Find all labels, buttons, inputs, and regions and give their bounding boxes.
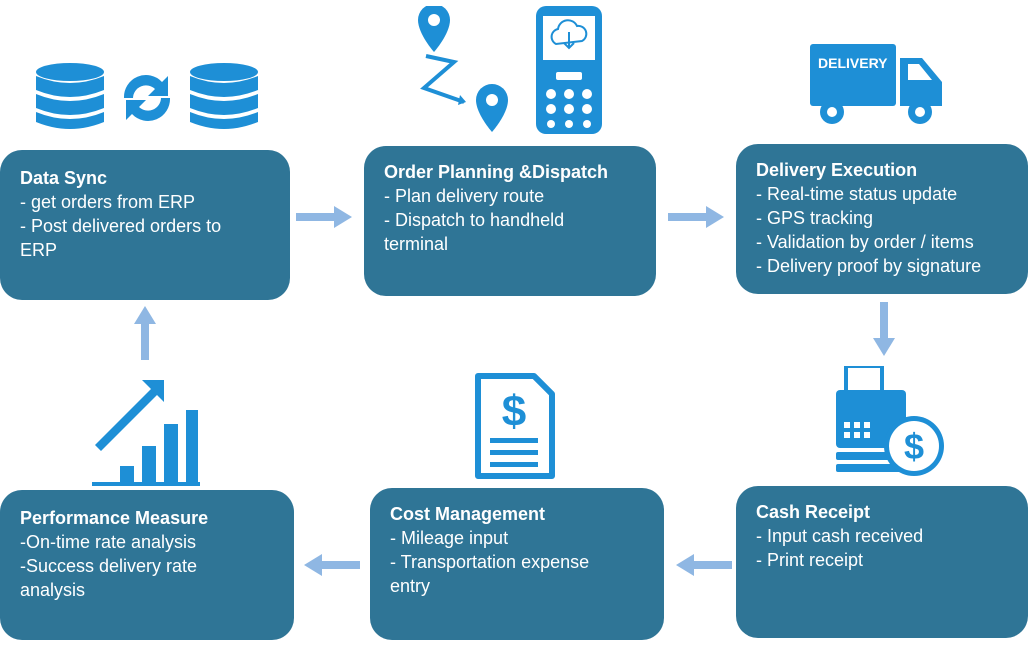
card-line: - Validation by order / items: [756, 232, 974, 252]
card-cost-management: Cost Management - Mileage input - Transp…: [370, 488, 664, 640]
card-performance-measure: Performance Measure -On-time rate analys…: [0, 490, 294, 640]
card-delivery-execution: Delivery Execution - Real-time status up…: [736, 144, 1028, 294]
card-line: - GPS tracking: [756, 208, 874, 228]
card-line: entry: [390, 576, 431, 596]
card-line: - Dispatch to handheld: [384, 210, 565, 230]
card-title: Delivery Execution: [756, 160, 918, 180]
card-line: - Print receipt: [756, 550, 864, 570]
card-line: - Transportation expense: [390, 552, 590, 572]
card-line: - get orders from ERP: [20, 192, 196, 212]
card-line: - Mileage input: [390, 528, 509, 548]
delivery-truck-icon: DELIVERY: [810, 44, 942, 124]
truck-label: DELIVERY: [818, 55, 888, 71]
arrow-planning-to-execution: [668, 206, 724, 228]
arrow-cost-to-performance: [304, 554, 360, 576]
arrow-execution-to-cash: [873, 302, 895, 356]
arrow-performance-to-sync: [134, 306, 156, 360]
svg-text:$: $: [502, 387, 526, 436]
card-title: Performance Measure: [20, 508, 209, 528]
card-line: - Post delivered orders to: [20, 216, 222, 236]
card-line: ERP: [20, 240, 58, 260]
card-line: - Plan delivery route: [384, 186, 545, 206]
card-line: -On-time rate analysis: [20, 532, 197, 552]
cash-register-icon: $: [836, 366, 944, 476]
expense-document-icon: $: [475, 373, 555, 479]
card-cash-receipt: Cash Receipt - Input cash received - Pri…: [736, 486, 1028, 638]
database-sync-icon: [36, 63, 258, 129]
growth-chart-icon: [92, 380, 200, 486]
card-title: Cash Receipt: [756, 502, 871, 522]
card-line: terminal: [384, 234, 449, 254]
card-title: Order Planning &Dispatch: [384, 162, 609, 182]
card-line: - Real-time status update: [756, 184, 958, 204]
arrow-sync-to-planning: [296, 206, 352, 228]
arrow-cash-to-cost: [676, 554, 732, 576]
card-line: analysis: [20, 580, 86, 600]
card-order-planning: Order Planning &Dispatch - Plan delivery…: [364, 146, 656, 296]
card-title: Data Sync: [20, 168, 108, 188]
svg-text:$: $: [904, 426, 924, 467]
route-and-handheld-icon: [418, 6, 602, 134]
card-line: -Success delivery rate: [20, 556, 198, 576]
card-line: - Delivery proof by signature: [756, 256, 982, 276]
card-line: - Input cash received: [756, 526, 924, 546]
card-data-sync: Data Sync - get orders from ERP - Post d…: [0, 150, 290, 300]
card-title: Cost Management: [390, 504, 546, 524]
